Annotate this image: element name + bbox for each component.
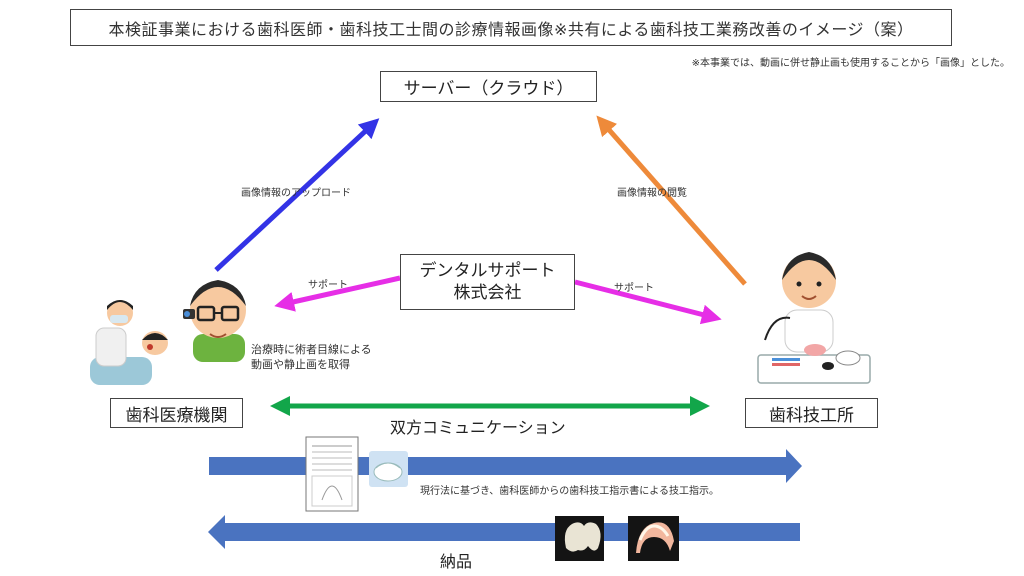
dentist-with-camera-illustration [183,280,246,362]
dental-clinic-box: 歯科医療機関 [110,398,243,428]
technician-instruction-sheet-image [305,436,359,512]
instruction-label: 現行法に基づき、歯科医師からの歯科技工指示書による技工指示。 [420,486,719,497]
clinic-label: 歯科医療機関 [125,405,228,426]
support-arrow-left [274,275,401,312]
support-label-right: サポート [614,283,654,294]
instruction-flow-arrow [209,449,802,483]
communication-label: 双方コミュニケーション [390,418,566,437]
support-label-left: サポート [308,280,348,291]
diagram-title: 本検証事業における歯科医師・歯科技工士間の診療情報画像※共有による歯科技工業務改… [70,9,952,46]
dental-lab-box: 歯科技工所 [745,398,878,428]
footnote: ※本事業では、動画に併せ静止画も使用することから「画像」とした。 [691,58,1010,69]
support-arrow-right [574,279,722,325]
view-label: 画像情報の閲覧 [617,188,687,199]
dental-support-label-line1: デンタルサポート [419,261,556,281]
capture-note-line1: 治療時に術者目線による [251,343,372,356]
server-cloud-box: サーバー（クラウド） [380,71,597,102]
delivery-flow-arrow [208,515,800,549]
crown-photo [555,516,604,561]
dental-support-label-line2: 株式会社 [453,283,522,303]
delivery-label: 納品 [440,552,473,571]
dental-model-thumbnail [369,451,408,487]
capture-note-line2: 動画や静止画を取得 [251,358,350,371]
lab-label: 歯科技工所 [769,405,854,426]
server-label: サーバー（クラウド） [403,79,574,99]
capture-note: 治療時に術者目線による 動画や静止画を取得 [251,342,372,372]
upload-arrow [214,118,380,272]
dentist-treating-patient-illustration [90,300,168,385]
denture-photo [628,516,679,561]
upload-label: 画像情報のアップロード [241,188,351,199]
dental-technician-illustration [757,252,871,384]
dental-support-box: デンタルサポート 株式会社 [400,254,575,310]
view-arrow [596,115,747,286]
